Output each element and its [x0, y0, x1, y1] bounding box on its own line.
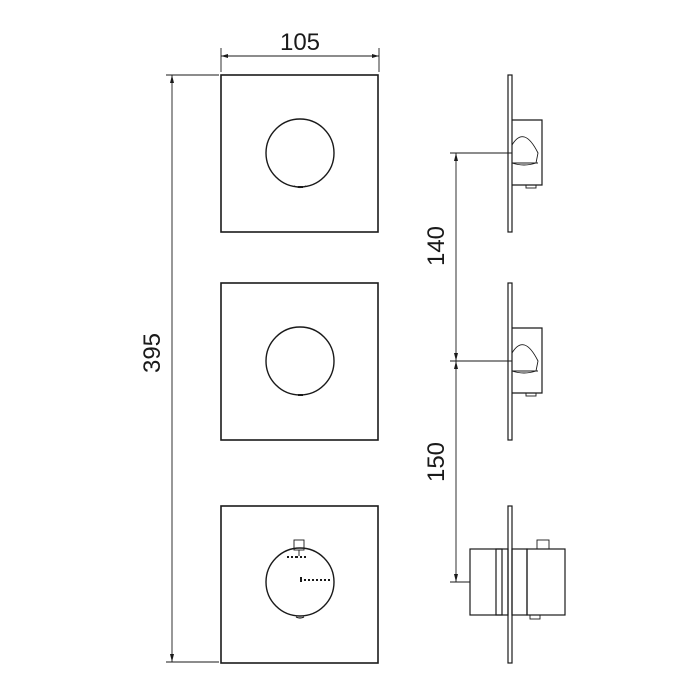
width-dimension-label: 105 — [280, 29, 320, 56]
front-plate-middle — [220, 282, 379, 441]
side-view-top — [507, 74, 543, 233]
width-dimension: 105 — [220, 29, 380, 72]
side-view-bottom — [469, 505, 566, 664]
knob-middle — [265, 326, 335, 396]
height-dimension: 395 — [139, 74, 219, 663]
side-view-middle — [507, 282, 543, 441]
front-plate-bottom — [220, 505, 379, 664]
spacing-bottom-label: 150 — [423, 442, 450, 482]
knob-top — [265, 118, 335, 188]
front-plate-top — [220, 74, 379, 233]
spacing-top-label: 140 — [423, 226, 450, 266]
height-dimension-label: 395 — [139, 333, 166, 373]
spacing-dimension-bottom: 150 — [423, 360, 512, 583]
spacing-dimension-top: 140 — [423, 152, 512, 361]
thermostatic-knob — [265, 547, 335, 617]
temperature-scale-marks — [287, 556, 330, 582]
